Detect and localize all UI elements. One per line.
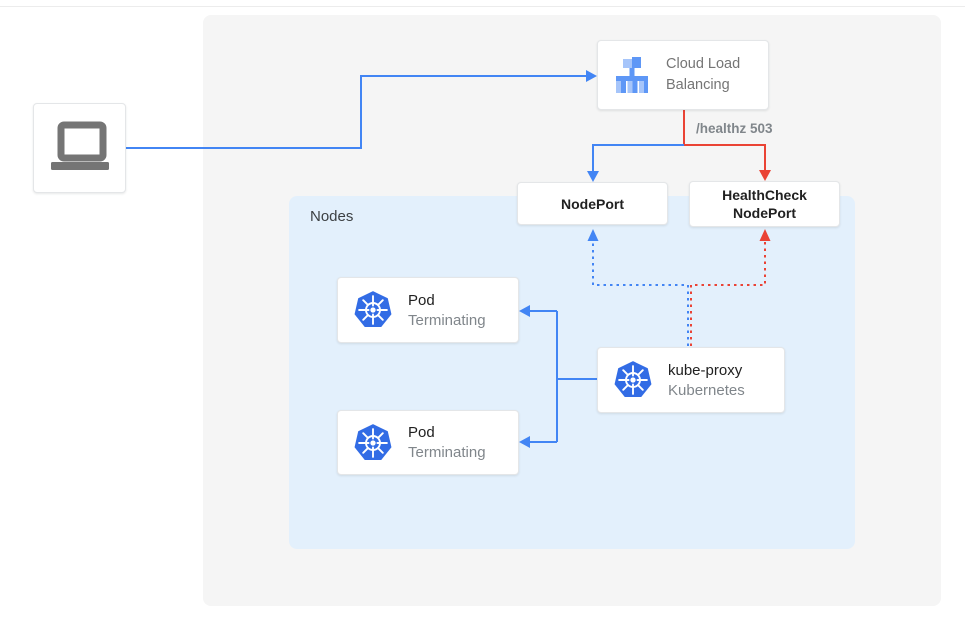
healthz-status-label: /healthz 503	[696, 121, 773, 136]
nodeport-label: NodePort	[561, 195, 624, 212]
kube-proxy-node: kube-proxy Kubernetes	[597, 347, 785, 413]
client-node	[33, 103, 126, 193]
pod-2-node: Pod Terminating	[337, 410, 519, 475]
cloud-load-balancing-icon	[616, 57, 648, 93]
nodeport-node: NodePort	[517, 182, 668, 225]
kube-proxy-title: kube-proxy	[668, 361, 743, 379]
kubernetes-helm-icon	[354, 423, 392, 460]
nodes-label: Nodes	[310, 208, 354, 225]
cloud-load-balancing-label: Cloud Load Balancing	[666, 56, 741, 93]
pod-2-title: Pod	[408, 424, 435, 441]
kubernetes-helm-icon	[614, 361, 652, 397]
laptop-icon	[50, 121, 109, 170]
kubernetes-helm-icon	[354, 291, 392, 327]
pod-1-status: Terminating	[408, 311, 486, 329]
pod-1-title: Pod	[408, 291, 435, 309]
pod-2-status: Terminating	[408, 444, 486, 461]
healthcheck-nodeport-node: HealthCheck NodePort	[689, 181, 840, 227]
kube-proxy-subtitle: Kubernetes	[668, 381, 745, 399]
page-top-divider	[0, 6, 965, 7]
healthcheck-nodeport-label: HealthCheck NodePort	[722, 187, 807, 221]
pod-1-node: Pod Terminating	[337, 277, 519, 343]
cloud-load-balancing-node: Cloud Load Balancing	[597, 40, 769, 110]
